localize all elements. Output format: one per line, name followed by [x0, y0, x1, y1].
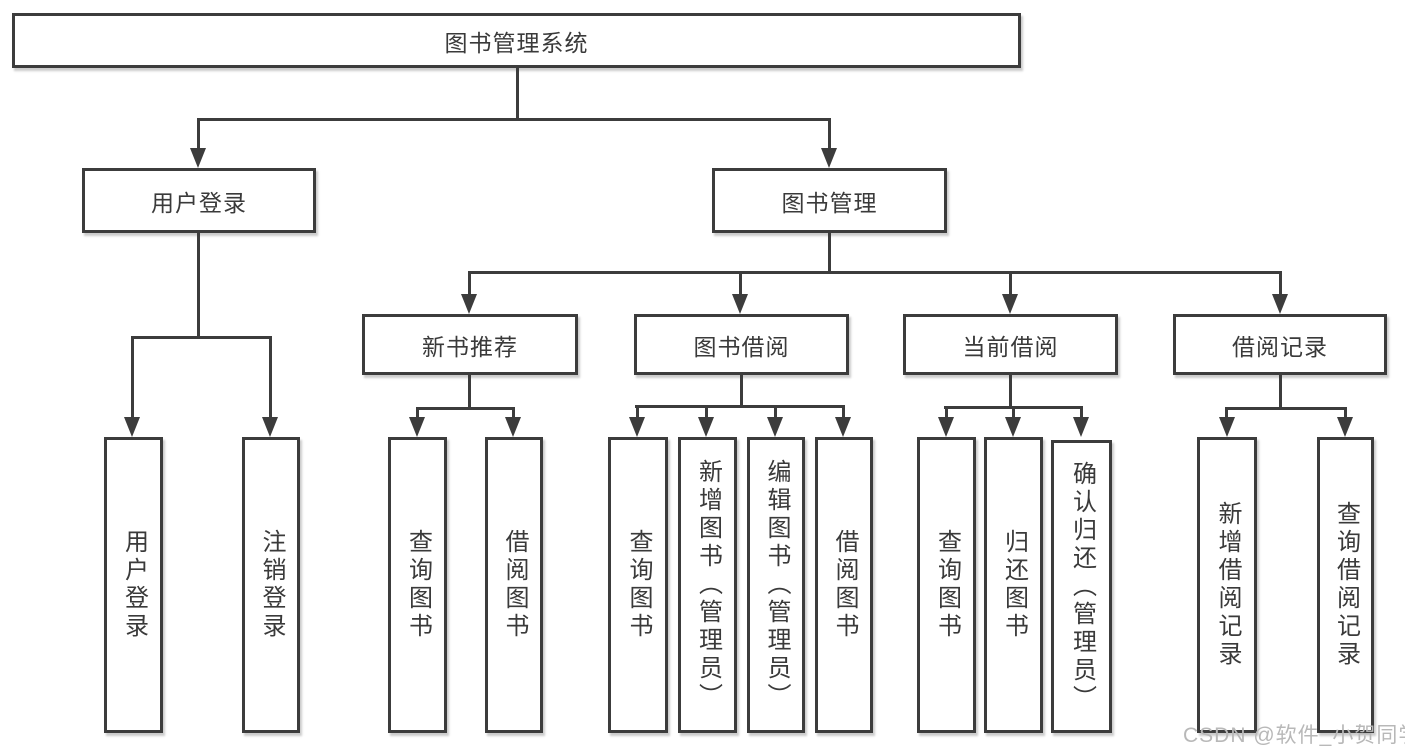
arrowhead-cb-query	[938, 417, 954, 437]
connector-stub-nb-query	[416, 407, 419, 417]
connector-stub-current-borrow	[1009, 271, 1012, 294]
leaf-bb-query: 查询图书	[608, 437, 668, 733]
arrowhead-bb-query	[629, 417, 645, 437]
node-current-borrow: 当前借阅	[903, 314, 1118, 375]
leaf-nb-borrow: 借阅图书	[485, 437, 543, 733]
node-new-books: 新书推荐	[362, 314, 578, 375]
connector-stub-cb-query	[945, 406, 948, 417]
connector-new-books-drop	[468, 375, 471, 407]
csdn-watermark: CSDN @软件_小贺同学	[1183, 724, 1405, 747]
connector-current-borrow-drop	[1009, 375, 1012, 406]
node-book-mgmt-branch: 图书管理	[712, 168, 947, 233]
leaf-br-query: 查询借阅记录	[1317, 437, 1374, 733]
leaf-cb-query: 查询图书	[917, 437, 976, 733]
connector-stub-nb-borrow	[512, 407, 515, 417]
arrowhead-br-add	[1219, 417, 1235, 437]
leaf-cb-return: 归还图书	[984, 437, 1043, 733]
connector-stub-book-mgmt	[828, 118, 831, 148]
node-user-login-branch-label: 用户登录	[151, 189, 247, 216]
node-root-label: 图书管理系统	[444, 29, 589, 56]
connector-root-drop	[516, 68, 519, 118]
arrowhead-borrow-records	[1272, 294, 1288, 314]
arrowhead-bb-borrow	[835, 417, 851, 437]
leaf-logout: 注销登录	[242, 437, 300, 733]
connector-stub-user-login	[197, 118, 200, 148]
arrowhead-new-books	[461, 294, 477, 314]
leaf-bb-query-label: 查询图书	[625, 529, 652, 641]
connector-stub-bb-edit	[774, 405, 777, 417]
arrowhead-user-login	[190, 148, 206, 168]
leaf-nb-query-label: 查询图书	[404, 529, 432, 641]
arrowhead-leaf-logout	[262, 417, 278, 437]
node-borrow-records: 借阅记录	[1173, 314, 1387, 375]
connector-level3-rail	[468, 271, 1282, 274]
connector-stub-br-query	[1344, 407, 1347, 417]
connector-stub-book-borrow	[739, 271, 742, 294]
connector-borrow-records-drop	[1279, 375, 1282, 407]
leaf-cb-confirm: 确认归还（管理员）	[1051, 440, 1112, 733]
connector-stub-cb-return	[1012, 406, 1015, 417]
arrowhead-bb-edit	[767, 417, 783, 437]
leaf-bb-borrow-label: 借阅图书	[831, 529, 858, 641]
connector-borrow-records-rail	[1225, 407, 1347, 410]
leaf-logout-label: 注销登录	[258, 529, 285, 641]
arrowhead-cb-return	[1005, 417, 1021, 437]
arrowhead-book-mgmt	[821, 148, 837, 168]
leaf-bb-borrow: 借阅图书	[815, 437, 873, 733]
node-borrow-records-label: 借阅记录	[1232, 333, 1328, 360]
connector-stub-leaf-logout	[269, 336, 272, 417]
node-new-books-label: 新书推荐	[422, 333, 518, 360]
leaf-cb-return-label: 归还图书	[1000, 529, 1028, 641]
leaf-br-add-label: 新增借阅记录	[1214, 501, 1241, 669]
leaf-nb-borrow-label: 借阅图书	[501, 529, 528, 641]
leaf-bb-add-label: 新增图书（管理员）	[694, 459, 722, 711]
leaf-br-add: 新增借阅记录	[1197, 437, 1257, 733]
node-root: 图书管理系统	[12, 13, 1021, 68]
leaf-user-login-label: 用户登录	[120, 529, 148, 641]
connector-new-books-rail	[416, 407, 515, 410]
arrowhead-cb-confirm	[1073, 417, 1089, 437]
arrowhead-leaf-user-login	[124, 417, 140, 437]
leaf-bb-edit-label: 编辑图书（管理员）	[763, 459, 790, 711]
leaf-cb-query-label: 查询图书	[933, 529, 961, 641]
leaf-bb-edit: 编辑图书（管理员）	[747, 437, 805, 733]
node-book-borrow-label: 图书借阅	[693, 333, 790, 360]
leaf-cb-confirm-label: 确认归还（管理员）	[1068, 460, 1096, 713]
connector-stub-borrow-records	[1279, 271, 1282, 294]
leaf-user-login: 用户登录	[104, 437, 163, 733]
connector-stub-bb-query	[636, 405, 639, 417]
node-book-borrow: 图书借阅	[634, 314, 849, 375]
connector-stub-br-add	[1225, 407, 1228, 417]
arrowhead-bb-add	[698, 417, 714, 437]
connector-stub-bb-borrow	[842, 405, 845, 417]
leaf-br-query-label: 查询借阅记录	[1332, 501, 1360, 669]
node-user-login-branch: 用户登录	[82, 168, 316, 233]
arrowhead-nb-query	[409, 417, 425, 437]
connector-stub-cb-confirm	[1080, 406, 1083, 417]
connector-level2-rail	[197, 118, 831, 121]
arrowhead-nb-borrow	[505, 417, 521, 437]
connector-stub-new-books	[468, 271, 471, 294]
arrowhead-current-borrow	[1002, 294, 1018, 314]
connector-stub-leaf-user-login	[131, 336, 134, 417]
leaf-bb-add: 新增图书（管理员）	[678, 437, 737, 733]
connector-book-borrow-drop	[740, 375, 743, 405]
arrowhead-book-borrow	[732, 294, 748, 314]
connector-mgmt-drop	[828, 233, 831, 273]
connector-book-borrow-rail	[635, 405, 845, 408]
connector-stub-bb-add	[705, 405, 708, 417]
leaf-nb-query: 查询图书	[388, 437, 447, 733]
arrowhead-br-query	[1337, 417, 1353, 437]
connector-user-branch-drop	[197, 233, 200, 336]
node-current-borrow-label: 当前借阅	[962, 333, 1059, 360]
node-book-mgmt-branch-label: 图书管理	[781, 189, 878, 216]
connector-user-branch-rail	[131, 336, 272, 339]
